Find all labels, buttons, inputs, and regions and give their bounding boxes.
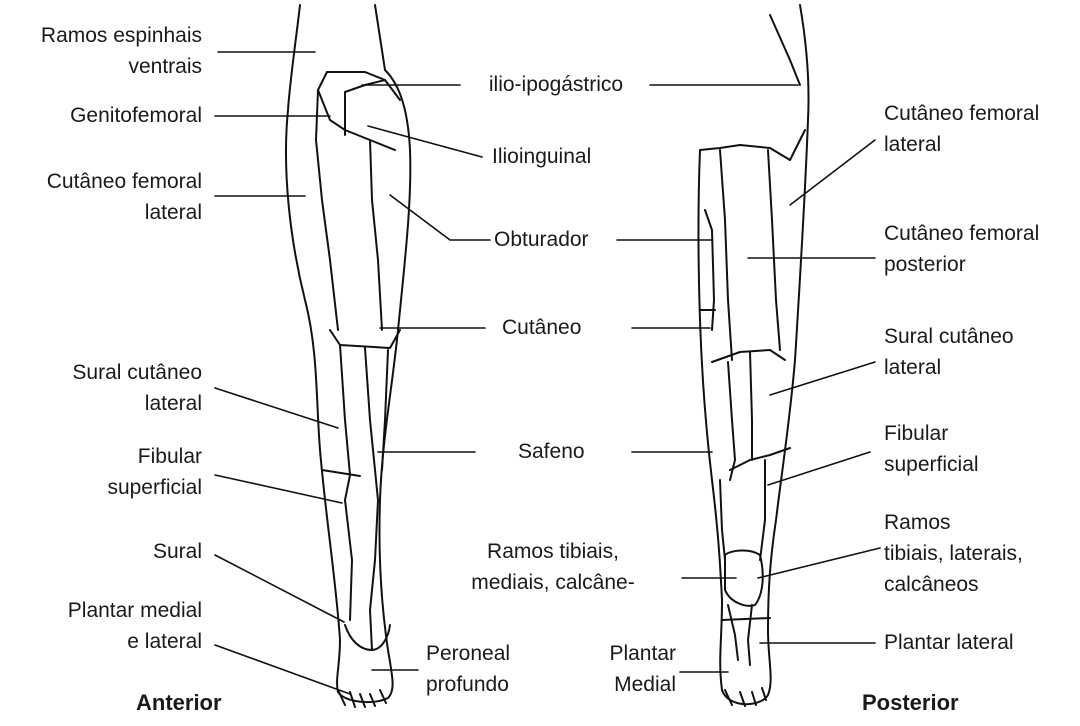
label-sural: Sural [152,540,202,563]
label-cutaneo-femoral-lateral-posterior: Cutâneo femoral lateral [884,102,1040,156]
label-ilioinguinal: Ilioinguinal [492,145,592,168]
label-sural-cutaneo-lateral-posterior: Sural cutâneo lateral [884,325,1014,379]
label-fibular-superficial-anterior: Fibular superficial [107,445,202,499]
label-sural-cutaneo-lateral-anterior: Sural cutâneo lateral [72,361,202,415]
posterior-leg-drawing [697,4,810,707]
posterior-leg-outline [697,4,810,706]
label-cutaneo: Cutâneo [502,316,582,339]
caption-anterior: Anterior [136,690,222,715]
label-ramos-tibiais-laterais-calcaneos: Ramos tibiais, laterais, calcâneos [884,511,1023,596]
label-plantar-medial-e-lateral: Plantar medial e lateral [67,599,202,653]
label-plantar-lateral: Plantar lateral [884,631,1014,654]
label-ramos-espinhais-ventrais: Ramos espinhais ventrais [40,24,202,78]
label-peroneal-profundo: Peroneal profundo [426,642,511,696]
label-obturador: Obturador [494,228,589,251]
label-plantar-medial: Plantar Medial [609,642,676,696]
label-genitofemoral: Genitofemoral [70,104,202,127]
label-safeno: Safeno [518,440,585,463]
leader-lines [214,51,881,695]
label-ilio-ipogastrico: ilio-ipogástrico [488,73,624,96]
label-fibular-superficial-posterior: Fibular superficial [884,422,979,476]
anterior-leg-outline [285,4,412,704]
label-ramos-tibiais-mediais: Ramos tibiais, mediais, calcâne- [471,540,635,594]
anterior-leg-drawing [285,4,412,708]
caption-posterior: Posterior [862,690,959,715]
label-cutaneo-femoral-posterior: Cutâneo femoral posterior [884,222,1040,276]
label-cutaneo-femoral-lateral-anterior: Cutâneo femoral lateral [46,170,202,224]
